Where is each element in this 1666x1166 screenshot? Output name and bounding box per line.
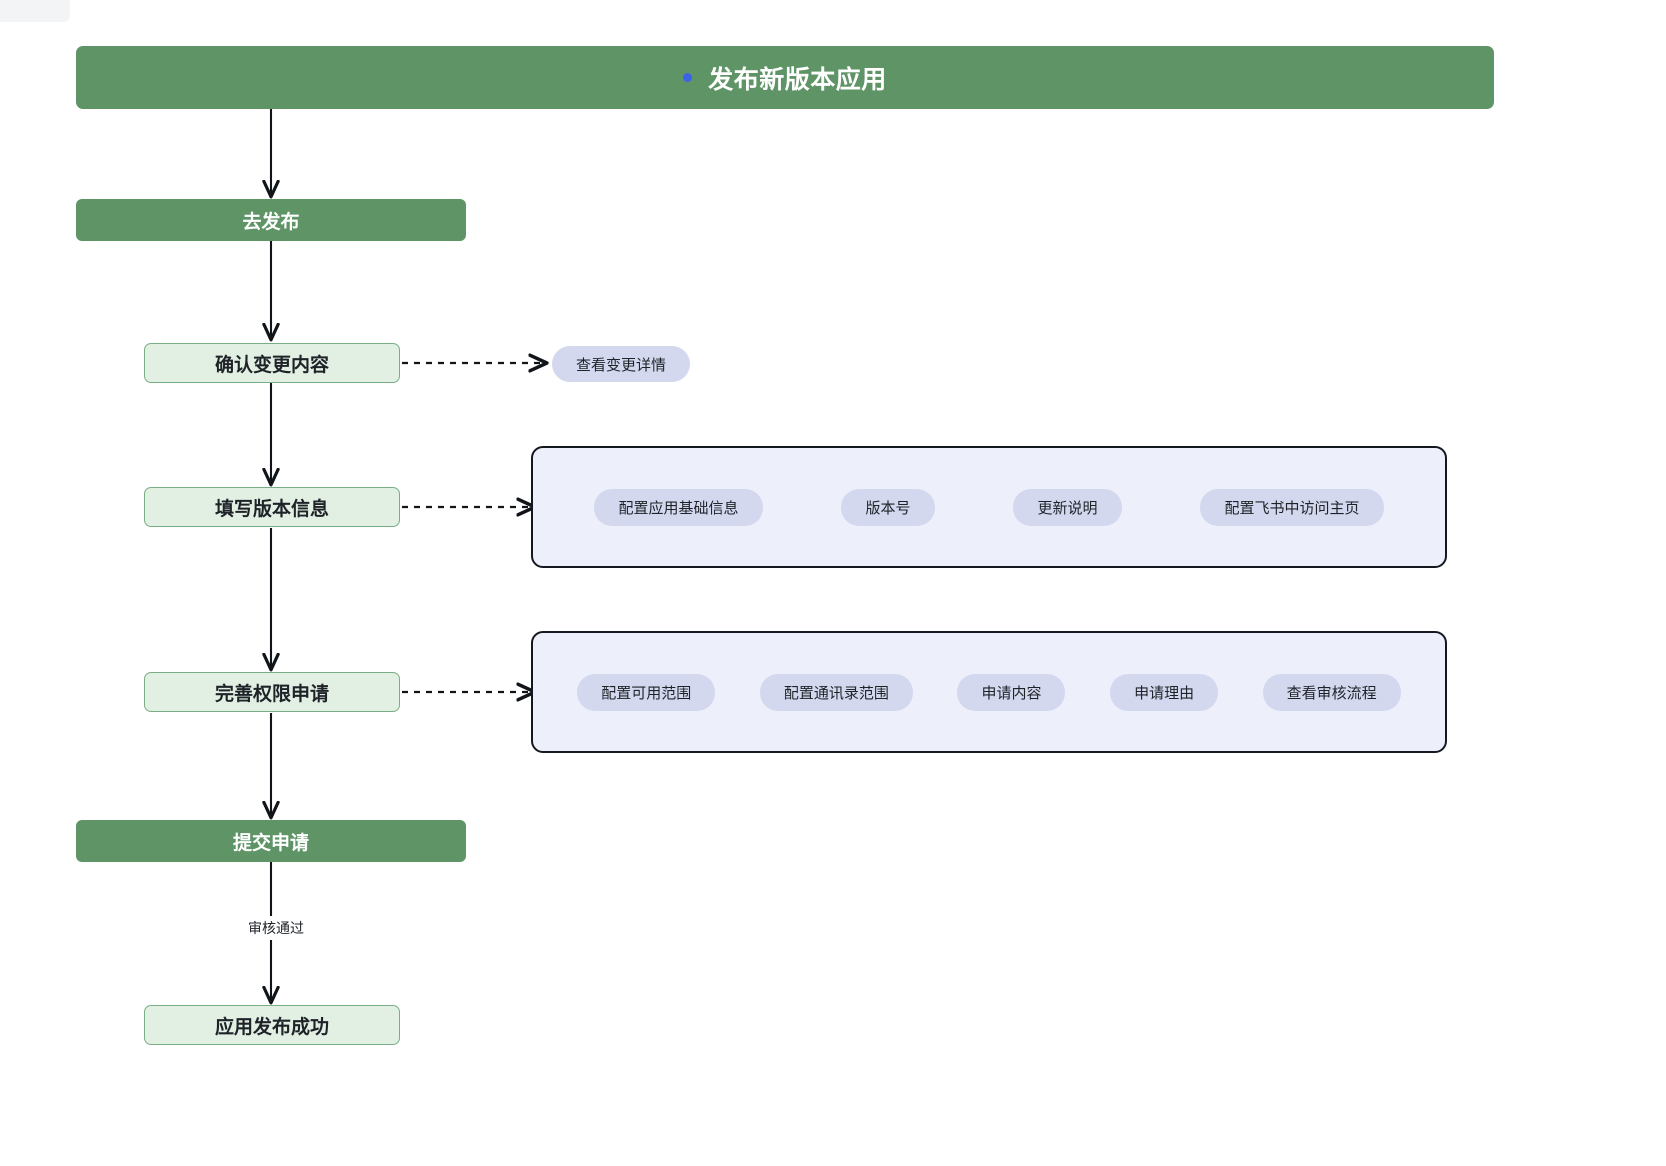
pill-label: 申请理由 (1134, 684, 1195, 702)
node-confirm-change[interactable]: 确认变更内容 (144, 343, 400, 383)
pill-view-change-detail[interactable]: 查看变更详情 (552, 346, 691, 382)
pill-application-content[interactable]: 申请内容 (957, 673, 1066, 711)
pill-label: 配置通讯录范围 (783, 684, 889, 702)
pill-label: 申请内容 (981, 684, 1042, 702)
pill-update-description[interactable]: 更新说明 (1013, 488, 1122, 526)
pill-label: 更新说明 (1037, 499, 1098, 517)
pill-application-reason[interactable]: 申请理由 (1110, 673, 1219, 711)
pill-version-number[interactable]: 版本号 (841, 488, 935, 526)
node-publish-success-label: 应用发布成功 (214, 1016, 329, 1038)
edge-label-approved-text: 审核通过 (248, 920, 304, 936)
pill-label: 版本号 (865, 499, 911, 517)
node-confirm-change-label: 确认变更内容 (214, 354, 329, 376)
node-submit-application[interactable]: 提交申请 (76, 820, 466, 862)
pill-view-review-process[interactable]: 查看审核流程 (1262, 673, 1401, 711)
node-go-publish-label: 去发布 (242, 211, 300, 233)
pill-view-change-detail-label: 查看变更详情 (576, 356, 667, 374)
pill-label: 配置飞书中访问主页 (1224, 499, 1360, 517)
diagram-title-bar: 发布新版本应用 (76, 46, 1494, 109)
pill-config-feishu-homepage[interactable]: 配置飞书中访问主页 (1200, 488, 1384, 526)
pill-config-available-scope[interactable]: 配置可用范围 (577, 673, 716, 711)
page-title: 发布新版本应用 (708, 65, 887, 94)
pill-label: 查看审核流程 (1286, 684, 1377, 702)
pill-config-app-basic-info[interactable]: 配置应用基础信息 (594, 488, 763, 526)
node-complete-permission[interactable]: 完善权限申请 (144, 672, 400, 712)
pill-label: 配置可用范围 (601, 684, 692, 702)
node-submit-application-label: 提交申请 (232, 832, 309, 854)
node-fill-version-label: 填写版本信息 (214, 498, 329, 520)
bullet-icon (683, 73, 693, 82)
node-fill-version[interactable]: 填写版本信息 (144, 487, 400, 527)
corner-artifact (0, 0, 70, 22)
group-version-info: 配置应用基础信息 版本号 更新说明 配置飞书中访问主页 (531, 446, 1447, 568)
group-permission-request: 配置可用范围 配置通讯录范围 申请内容 申请理由 查看审核流程 (531, 631, 1447, 753)
node-go-publish[interactable]: 去发布 (76, 199, 466, 241)
pill-label: 配置应用基础信息 (618, 499, 739, 517)
node-complete-permission-label: 完善权限申请 (214, 683, 329, 705)
node-publish-success[interactable]: 应用发布成功 (144, 1005, 400, 1045)
edge-label-approved: 审核通过 (234, 916, 318, 940)
pill-config-contacts-scope[interactable]: 配置通讯录范围 (759, 673, 913, 711)
